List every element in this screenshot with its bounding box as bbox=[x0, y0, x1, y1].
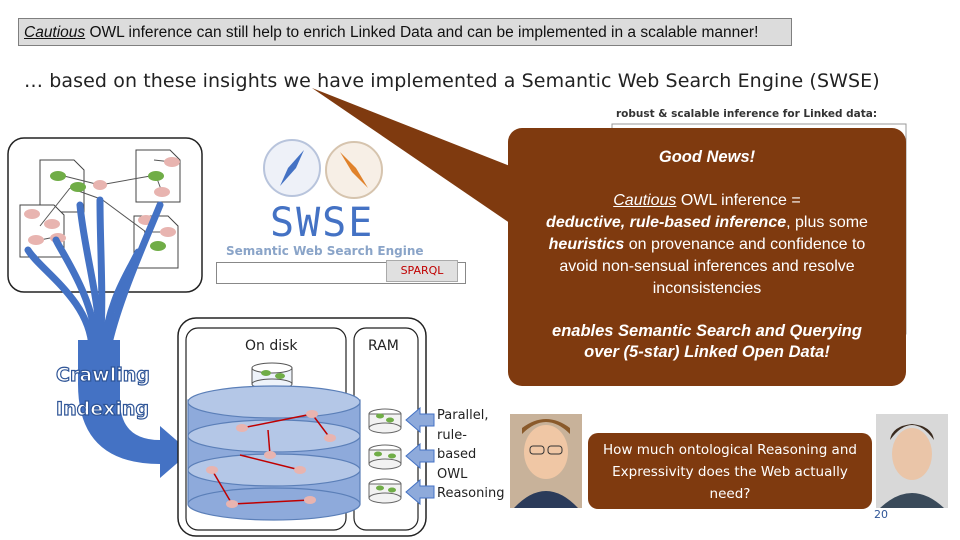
question-line2: Expressivity does the Web actually bbox=[612, 464, 848, 480]
question-bubble: How much ontological Reasoning and Expre… bbox=[588, 433, 872, 509]
reasoning-label: Parallel, rule- based OWL Reasoning bbox=[437, 406, 504, 504]
indexing-arrow bbox=[78, 340, 190, 478]
reasoning-line-4: OWL bbox=[437, 466, 468, 482]
good-news-heading: Good News! bbox=[658, 148, 756, 166]
line5: inconsistencies bbox=[652, 280, 762, 297]
swse-subtitle: Semantic Web Search Engine bbox=[226, 244, 424, 258]
reasoning-line-1: Parallel, bbox=[437, 408, 489, 423]
top-statement: Cautious OWL inference can still help to… bbox=[18, 18, 792, 46]
enables-line2: over (5-star) Linked Open Data! bbox=[584, 343, 830, 361]
enables-line1: enables Semantic Search and Querying bbox=[552, 322, 862, 340]
cautious-word: Cautious bbox=[613, 192, 677, 209]
bubble-pointer bbox=[312, 88, 520, 230]
question-line3: need? bbox=[709, 486, 751, 502]
database-cylinder bbox=[187, 385, 361, 521]
ram-cylinders bbox=[368, 408, 402, 504]
line3-rest: on provenance and confidence to bbox=[624, 236, 866, 253]
good-news-bubble bbox=[508, 128, 906, 386]
graph-nodes-docs bbox=[24, 157, 180, 251]
swse-logo-text: SWSE bbox=[270, 200, 375, 246]
database-graph bbox=[206, 410, 336, 508]
line2-rest: , plus some bbox=[786, 214, 868, 231]
photo-left bbox=[510, 414, 582, 508]
crawling-streams bbox=[24, 196, 164, 352]
top-statement-text: OWL inference can still help to enrich L… bbox=[85, 24, 759, 41]
enables-text: enables Semantic Search and Querying ove… bbox=[508, 321, 906, 363]
crawling-label: Crawling bbox=[55, 363, 150, 386]
reasoning-line-5: Reasoning bbox=[437, 486, 505, 501]
top-statement-emphasis: Cautious bbox=[24, 24, 86, 41]
question-line1: How much ontological Reasoning and bbox=[603, 442, 857, 458]
crawling-indexing-label: Crawling Indexing bbox=[55, 358, 150, 426]
line1-rest: OWL inference = bbox=[676, 192, 801, 209]
disk-small-cylinder bbox=[251, 362, 293, 390]
slide-subtitle: … based on these insights we have implem… bbox=[24, 70, 880, 92]
page-number: 20 bbox=[874, 508, 888, 521]
on-disk-label: On disk bbox=[245, 338, 298, 354]
swse-compass-logos bbox=[263, 139, 383, 199]
sparql-button[interactable]: SPARQL bbox=[386, 260, 458, 282]
line3-bold: heuristics bbox=[548, 236, 625, 253]
reasoning-line-2: rule- bbox=[437, 427, 467, 443]
robust-label: robust & scalable inference for Linked d… bbox=[616, 108, 878, 120]
line2-bold: deductive, rule-based inference bbox=[546, 214, 787, 231]
photo-right bbox=[876, 414, 948, 508]
reasoning-line-3: based bbox=[437, 447, 477, 462]
cautious-owl-text: Cautious OWL inference = deductive, rule… bbox=[508, 190, 906, 300]
line4: avoid non-sensual inferences and resolve bbox=[559, 258, 855, 275]
swse-logo: SWSE bbox=[270, 200, 374, 246]
reasoning-arrows bbox=[405, 406, 435, 506]
indexing-label: Indexing bbox=[55, 397, 149, 420]
ram-label: RAM bbox=[368, 338, 399, 354]
